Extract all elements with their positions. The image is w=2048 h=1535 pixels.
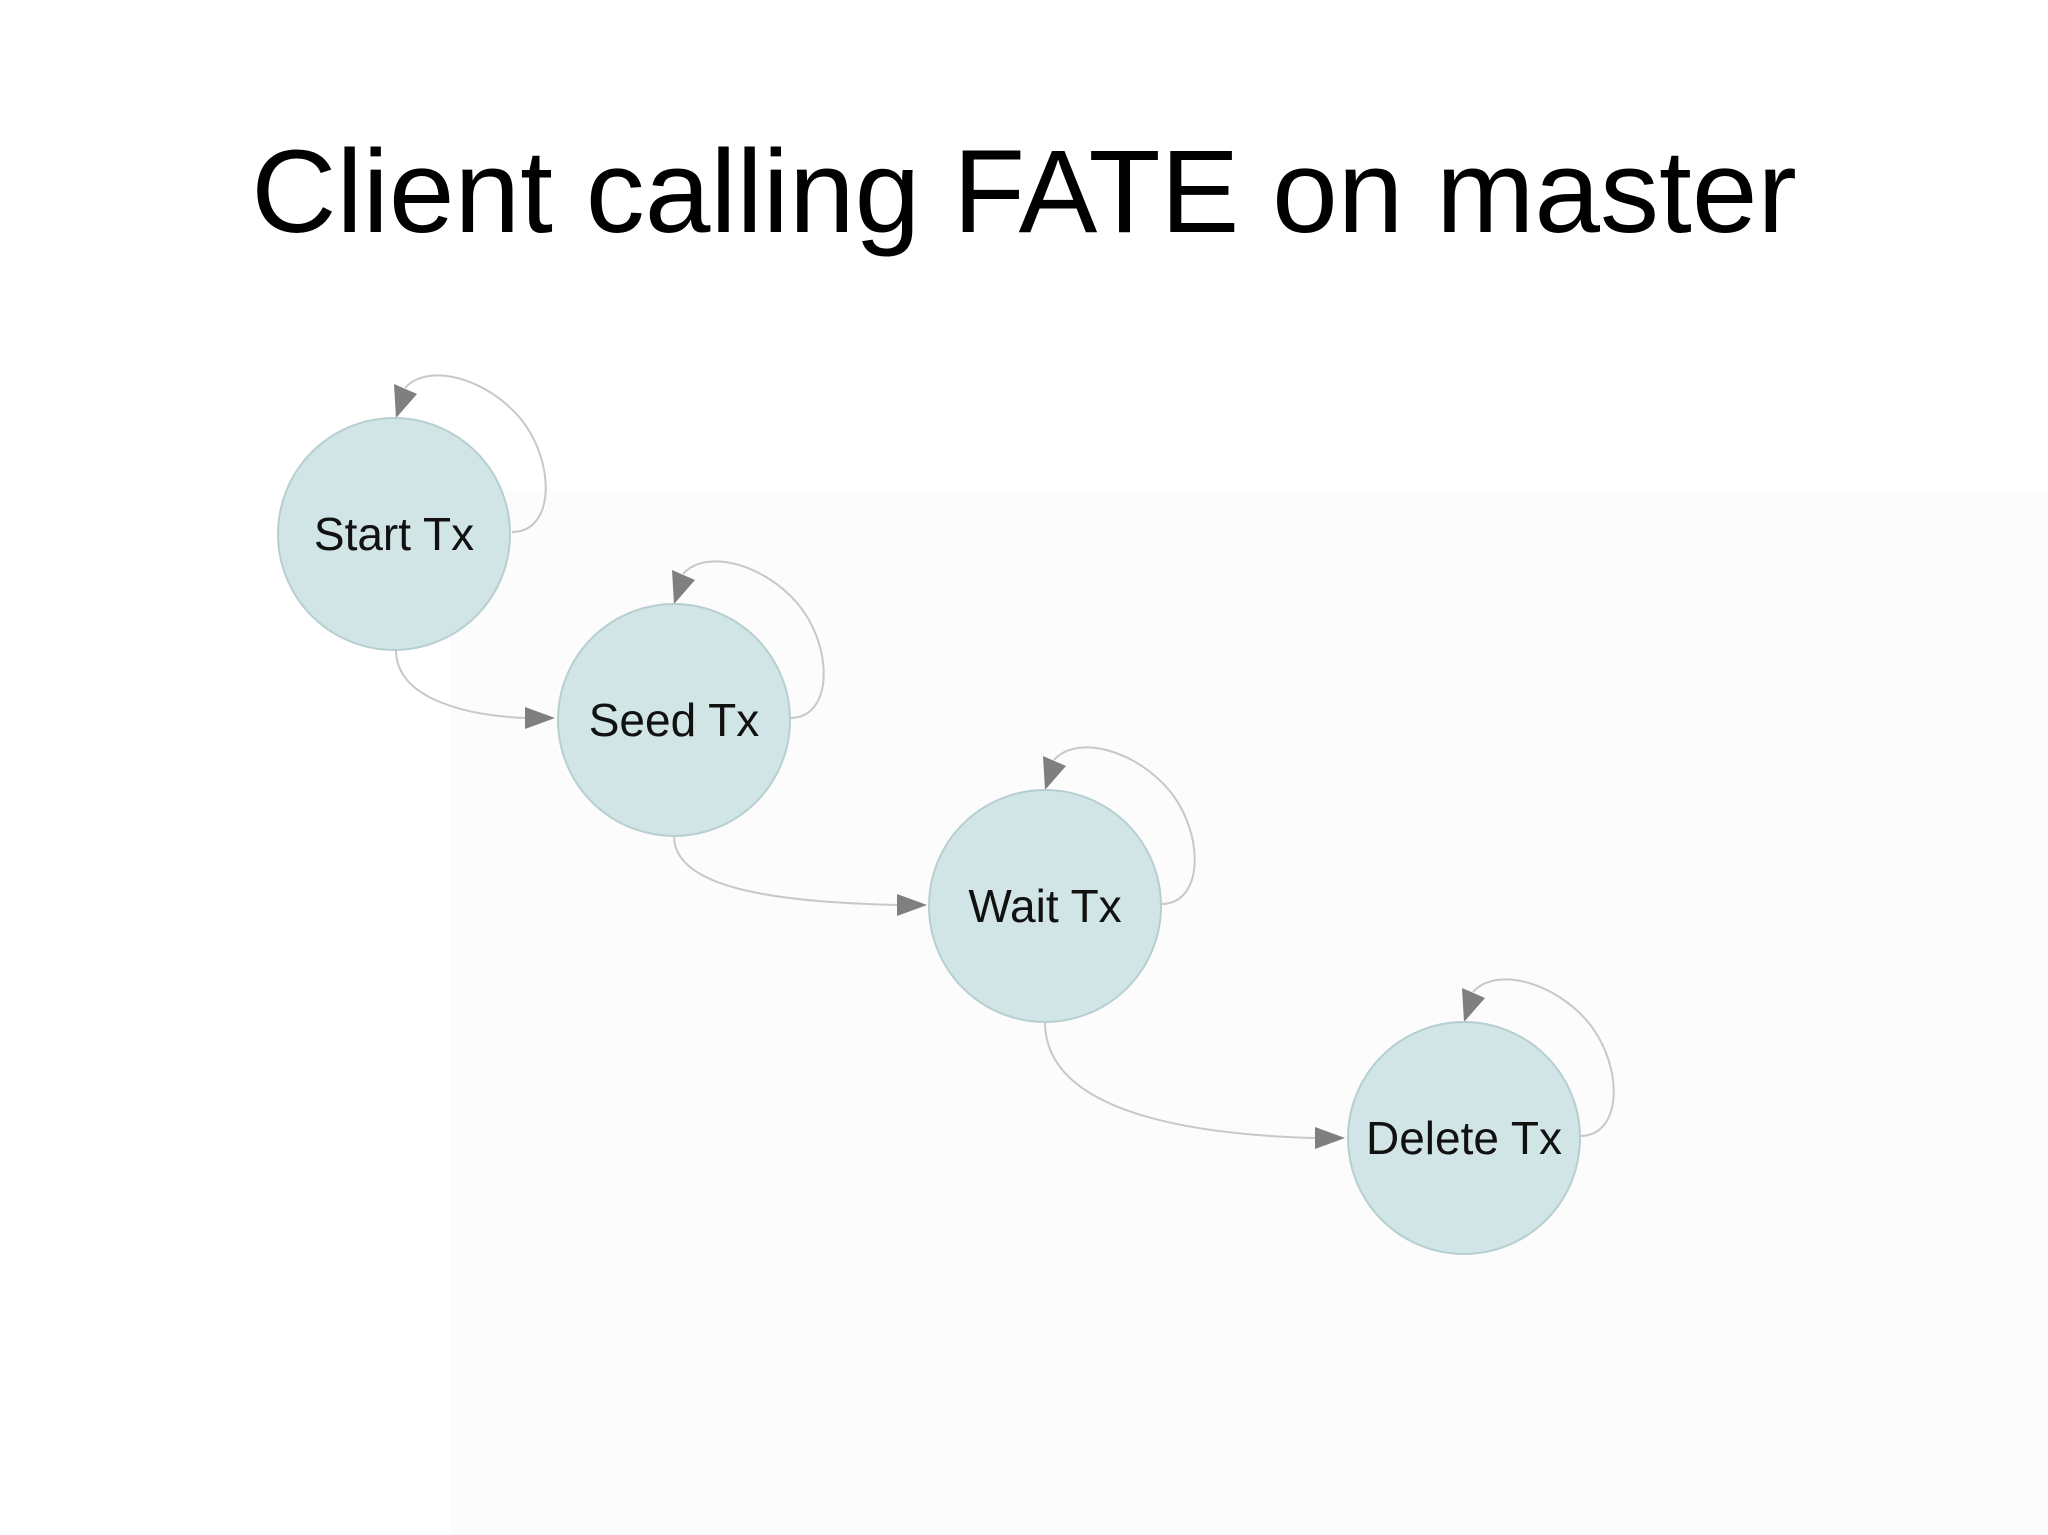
state-node-seed: Seed Tx	[557, 603, 791, 837]
arrowhead-wait-to-delete	[1315, 1127, 1345, 1149]
self-loop-arrowhead-wait	[1043, 756, 1066, 790]
node-circle-delete	[1347, 1021, 1581, 1255]
self-loop-arrowhead-seed	[672, 570, 695, 604]
node-circle-wait	[928, 789, 1162, 1023]
self-loop-seed	[682, 560, 825, 719]
edge-start-to-seed	[395, 649, 526, 719]
page-title: Client calling FATE on master	[251, 126, 1797, 258]
node-circle-start	[277, 417, 511, 651]
state-node-delete: Delete Tx	[1347, 1021, 1581, 1255]
self-loop-start	[404, 374, 547, 533]
arrowhead-start-to-seed	[525, 707, 555, 729]
arrowhead-seed-to-wait	[897, 894, 927, 916]
self-loop-arrowhead-delete	[1462, 988, 1485, 1022]
edge-wait-to-delete	[1044, 1021, 1316, 1139]
self-loop-delete	[1472, 978, 1615, 1137]
transition-edges	[395, 649, 1345, 1149]
self-loops	[394, 374, 1615, 1137]
self-loop-wait	[1053, 746, 1196, 905]
node-circle-seed	[557, 603, 791, 837]
state-node-start: Start Tx	[277, 417, 511, 651]
node-label-delete: Delete Tx	[1366, 1112, 1562, 1164]
node-label-start: Start Tx	[314, 508, 474, 560]
node-label-seed: Seed Tx	[589, 694, 759, 746]
state-node-wait: Wait Tx	[928, 789, 1162, 1023]
self-loop-arrowhead-start	[394, 384, 417, 418]
node-label-wait: Wait Tx	[968, 880, 1121, 932]
edge-seed-to-wait	[673, 835, 898, 906]
